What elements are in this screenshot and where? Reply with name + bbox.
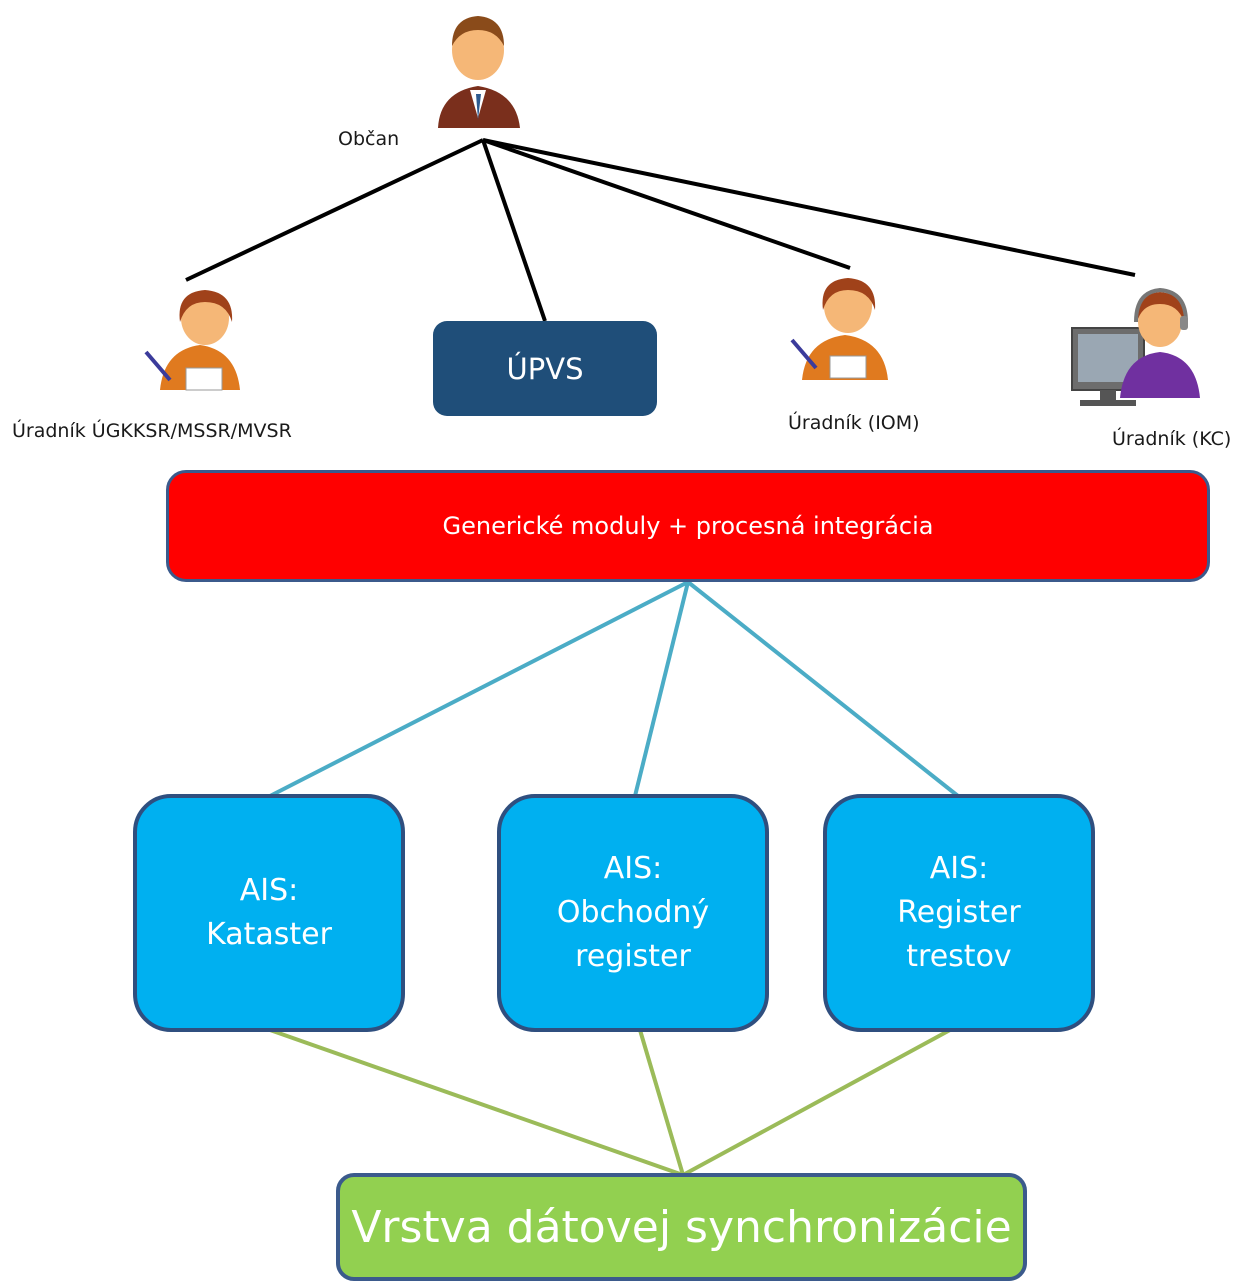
connector-kataster-sync — [269, 1028, 684, 1177]
ais-obchodny-line-2: Obchodný — [556, 895, 710, 930]
ais-trestov-line-2: Register — [897, 895, 1021, 930]
upvs-box: ÚPVS — [433, 321, 657, 416]
citizen-connectors — [185, 138, 1136, 322]
ais-obchodny-line-1: AIS: — [603, 851, 663, 886]
ais-trestov-line-1: AIS: — [929, 851, 989, 886]
integration-connectors — [269, 580, 960, 798]
sync-layer: Vrstva dátovej synchronizácie — [336, 1173, 1027, 1281]
sync-layer-label: Vrstva dátovej synchronizácie — [351, 1201, 1012, 1253]
citizen-label: Občan — [338, 128, 400, 150]
connector-integration-obchodny — [633, 581, 690, 797]
ais-obchodny-line-3: register — [575, 939, 691, 974]
integration-layer: Generické moduly + procesná integrácia — [166, 470, 1210, 582]
connector-integration-kataster — [269, 580, 689, 798]
connector-citizen-clerk-kc — [482, 138, 1136, 277]
sync-connectors — [269, 1028, 951, 1177]
clerk-iom-icon — [790, 278, 888, 380]
connector-citizen-upvs — [481, 139, 547, 322]
ais-register-trestov-box: AIS: Register trestov — [823, 794, 1095, 1032]
ais-kataster-box: AIS: Kataster — [133, 794, 405, 1032]
clerk-iom-label: Úradník (IOM) — [788, 412, 920, 434]
ais-kataster-line-2: Kataster — [206, 917, 332, 952]
clerk-main-icon — [144, 290, 240, 391]
connector-citizen-clerk-main — [185, 138, 484, 282]
upvs-label: ÚPVS — [506, 351, 584, 386]
ais-obchodny-register-box: AIS: Obchodný register — [497, 794, 769, 1032]
connector-citizen-clerk-iom — [482, 138, 851, 270]
integration-layer-label: Generické moduly + procesná integrácia — [442, 512, 934, 540]
connector-integration-trestov — [686, 580, 960, 798]
call-center-agent-icon — [1071, 287, 1200, 406]
clerk-kc-label: Úradník (KC) — [1112, 428, 1232, 450]
businessman-icon — [438, 16, 520, 128]
ais-kataster-line-1: AIS: — [239, 873, 299, 908]
connector-trestov-sync — [682, 1028, 951, 1177]
clerk-main-label: Úradník ÚGKKSR/MSSR/MVSR — [12, 420, 292, 442]
connector-obchodny-sync — [638, 1029, 685, 1176]
ais-trestov-line-3: trestov — [906, 939, 1012, 974]
